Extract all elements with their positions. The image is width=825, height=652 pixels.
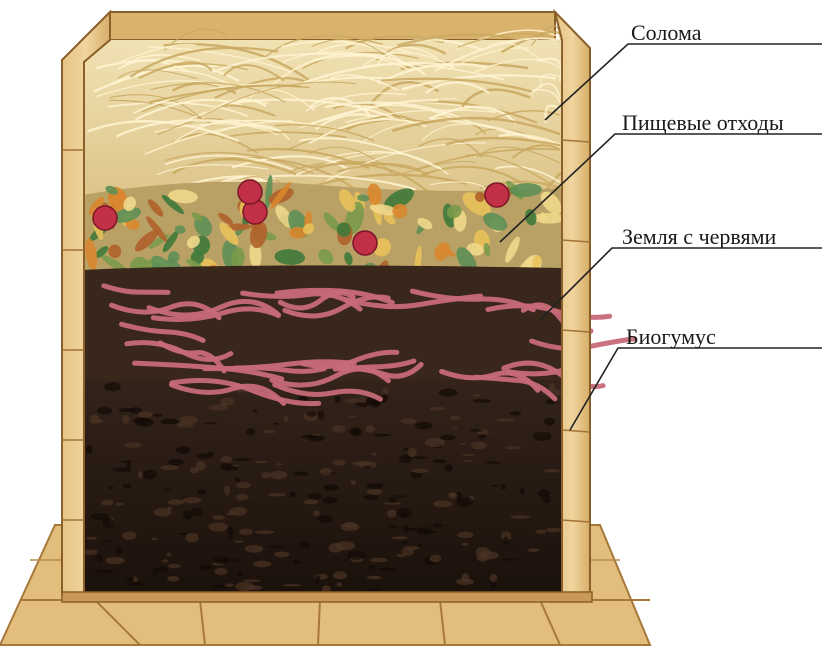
leader-line-biohumus bbox=[570, 348, 822, 430]
box-bottom-rim bbox=[62, 592, 592, 602]
label-biohumus: Биогумус bbox=[626, 326, 716, 348]
label-straw: Солома bbox=[631, 22, 701, 44]
label-soil-with-worms: Земля с червями bbox=[622, 226, 776, 248]
label-food-waste: Пищевые отходы bbox=[622, 112, 784, 134]
biohumus-layer bbox=[82, 380, 562, 594]
